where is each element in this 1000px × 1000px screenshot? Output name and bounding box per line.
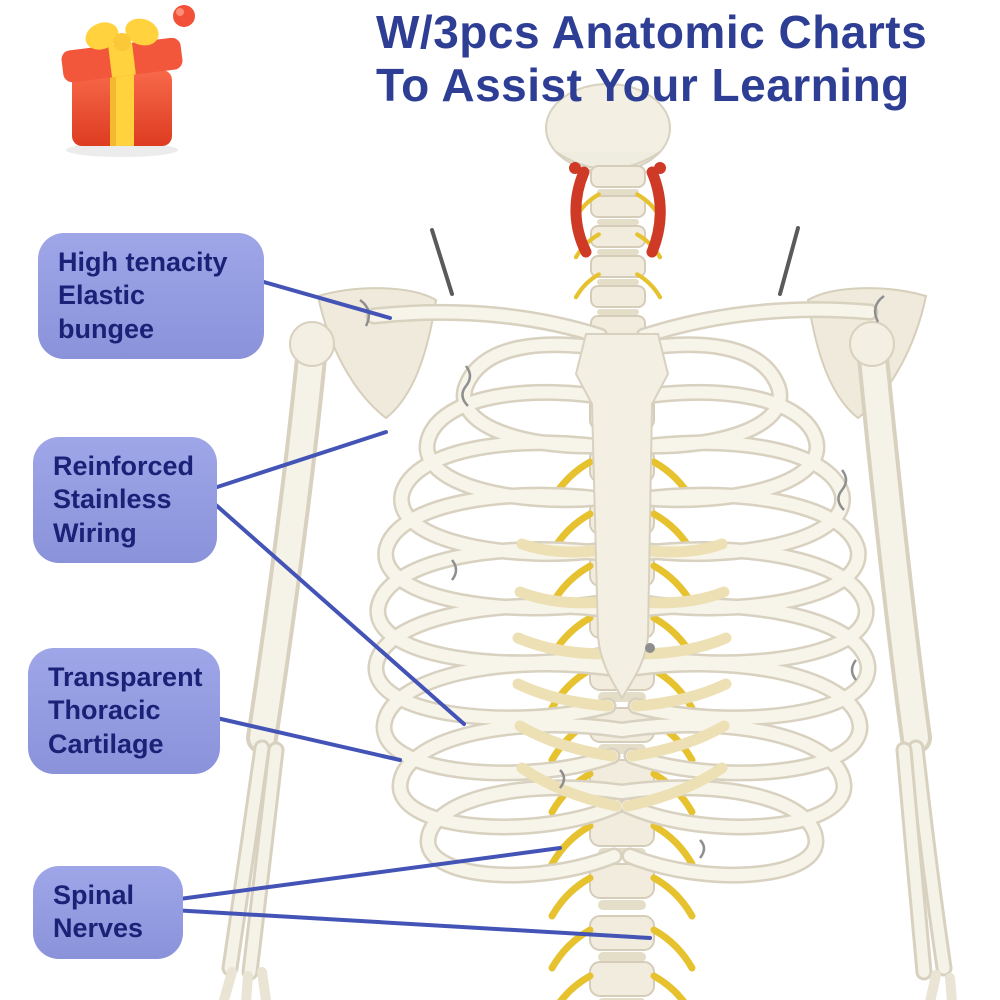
callout-line: Wiring <box>53 517 137 548</box>
callout-reinforced-stainless-wiring: Reinforced Stainless Wiring <box>33 437 217 564</box>
page-title: W/3pcs Anatomic Charts To Assist Your Le… <box>376 6 927 113</box>
callout-spinal-nerves: Spinal Nerves <box>33 866 183 959</box>
callout-line: Elastic bungee <box>58 280 155 344</box>
callout-line: Transparent <box>48 662 203 692</box>
callout-transparent-thoracic-cartilage: Transparent Thoracic Cartilage <box>28 648 220 775</box>
right-arm <box>849 321 957 1000</box>
callout-line: Cartilage <box>48 728 164 759</box>
gift-icon <box>61 5 195 157</box>
callout-high-tenacity-elastic-bungee: High tenacity Elastic bungee <box>38 233 264 360</box>
callout-line: High tenacity <box>58 247 228 277</box>
callout-line: Nerves <box>53 913 144 944</box>
title-line-2: To Assist Your Learning <box>376 59 910 112</box>
lead-wiring-1 <box>206 430 388 492</box>
callout-line: Stainless <box>53 484 172 515</box>
stainless-wiring <box>359 226 885 859</box>
neck-muscles <box>569 162 666 258</box>
lead-nerves-2 <box>170 908 652 940</box>
thoracic-cartilage <box>512 538 732 812</box>
lead-cartilage <box>206 714 402 762</box>
callout-line: Thoracic <box>48 695 161 726</box>
left-arm <box>219 321 335 1000</box>
lead-nerves-1 <box>170 846 562 902</box>
lead-wiring-2 <box>206 496 466 726</box>
callout-line: Spinal <box>53 880 135 910</box>
lead-bungee <box>248 276 392 320</box>
callout-line: Reinforced <box>53 451 195 481</box>
title-line-1: W/3pcs Anatomic Charts <box>376 6 928 58</box>
sternum <box>574 333 670 701</box>
